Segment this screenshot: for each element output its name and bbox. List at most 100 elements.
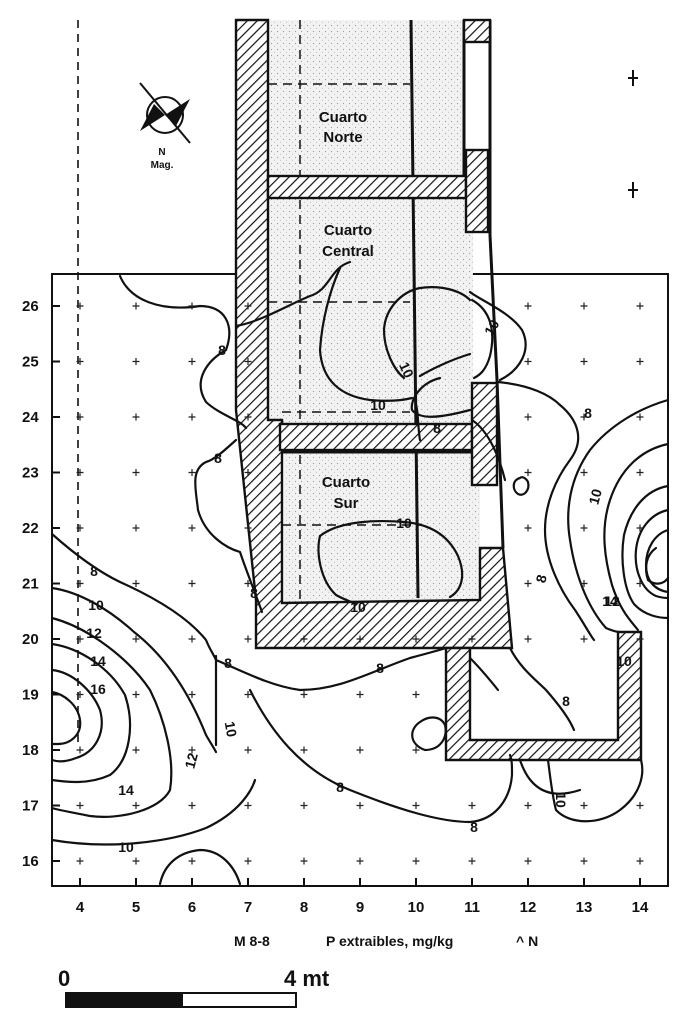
sample-point-cross bbox=[188, 358, 196, 365]
sample-point-cross bbox=[580, 302, 588, 310]
contour-label: 8 bbox=[470, 819, 478, 835]
y-tick-label: 26 bbox=[22, 298, 39, 315]
sample-point-cross bbox=[636, 580, 644, 587]
sample-point-cross bbox=[636, 358, 644, 365]
x-tick-label: 5 bbox=[132, 899, 140, 916]
contour-label: 10 bbox=[585, 487, 605, 506]
contour-label: 8 bbox=[433, 420, 441, 436]
contour-label: 8 bbox=[224, 655, 232, 671]
edge-markers bbox=[628, 70, 638, 198]
sample-point-cross bbox=[524, 469, 532, 476]
compass-icon bbox=[139, 82, 191, 144]
contour-label: 8 bbox=[218, 342, 226, 358]
sample-point-cross bbox=[468, 857, 476, 865]
sample-point-cross bbox=[580, 580, 588, 587]
contour-label: 8 bbox=[90, 563, 98, 579]
sample-point-cross bbox=[132, 635, 140, 643]
contour-label: 10 bbox=[118, 839, 134, 855]
sample-point-cross bbox=[636, 802, 644, 809]
contour-label: 10 bbox=[88, 597, 104, 613]
sample-point-cross bbox=[244, 691, 252, 698]
compass-north-label: N bbox=[158, 147, 165, 158]
sample-point-cross bbox=[524, 635, 532, 643]
sample-point-cross bbox=[244, 746, 252, 754]
contour-label: 16 bbox=[90, 681, 106, 697]
contour-label: 10 bbox=[616, 653, 632, 669]
sample-point-cross bbox=[524, 802, 532, 809]
sample-point-cross bbox=[356, 857, 364, 865]
inner-dashed-lines bbox=[268, 20, 420, 600]
contour-label: 14 bbox=[602, 593, 618, 609]
caption-north-arrow: ^ N bbox=[516, 933, 538, 949]
sample-point-cross bbox=[356, 746, 364, 754]
sample-point-cross bbox=[356, 635, 364, 643]
x-tick-label: 14 bbox=[632, 899, 649, 916]
sample-point-cross bbox=[132, 746, 140, 754]
x-tick-label: 9 bbox=[356, 899, 364, 916]
contour-label: 10 bbox=[396, 515, 412, 531]
contour-label: 10 bbox=[350, 599, 366, 615]
y-tick-label: 23 bbox=[22, 465, 39, 482]
sample-point-cross bbox=[300, 857, 308, 865]
y-tick-label: 20 bbox=[22, 631, 39, 648]
sample-point-cross bbox=[188, 524, 196, 532]
sample-point-cross bbox=[580, 857, 588, 865]
sample-point-cross bbox=[468, 635, 476, 643]
sample-point-cross bbox=[188, 857, 196, 865]
sample-point-cross bbox=[76, 746, 84, 754]
map-caption: M 8-8 P extraibles, mg/kg ^ N bbox=[234, 933, 538, 949]
scale-end-label: 4 mt bbox=[284, 966, 330, 991]
sample-point-cross bbox=[76, 524, 84, 532]
room-south-label-line2: Sur bbox=[333, 495, 358, 512]
sample-point-cross bbox=[244, 302, 252, 310]
sample-point-cross bbox=[356, 691, 364, 698]
contour-label: 14 bbox=[90, 653, 106, 669]
sample-point-cross bbox=[76, 358, 84, 365]
sample-point-cross bbox=[412, 691, 420, 698]
sample-point-cross bbox=[132, 469, 140, 476]
room-south-label-line1: Cuarto bbox=[322, 474, 370, 491]
sample-point-cross bbox=[524, 857, 532, 865]
sample-point-cross bbox=[580, 635, 588, 643]
contour-label: 10 bbox=[396, 359, 417, 380]
sample-point-cross bbox=[76, 635, 84, 643]
sample-point-cross bbox=[636, 857, 644, 865]
contour-label: 12 bbox=[181, 751, 201, 770]
y-tick-label: 16 bbox=[22, 853, 39, 870]
contour-lines bbox=[50, 260, 670, 886]
sample-point-cross bbox=[244, 580, 252, 587]
x-tick-label: 12 bbox=[520, 899, 537, 916]
caption-variable: P extraibles, mg/kg bbox=[326, 933, 453, 949]
contour-label: 8 bbox=[336, 779, 344, 795]
x-tick-label: 13 bbox=[576, 899, 593, 916]
sample-point-cross bbox=[132, 358, 140, 365]
contour-label: 8 bbox=[532, 573, 550, 585]
y-tick-label: 25 bbox=[22, 354, 39, 371]
sample-point-cross bbox=[188, 469, 196, 476]
sample-points bbox=[76, 302, 644, 865]
sample-point-cross bbox=[76, 302, 84, 310]
sample-point-cross bbox=[244, 635, 252, 643]
contour-label: 14 bbox=[118, 782, 134, 798]
hatched-walls bbox=[234, 18, 643, 762]
sample-point-cross bbox=[524, 358, 532, 365]
sample-point-cross bbox=[468, 802, 476, 809]
sample-point-cross bbox=[356, 802, 364, 809]
sample-point-cross bbox=[76, 413, 84, 421]
contour-labels: 8 10 12 14 16 10 12 14 8 8 10 10 8 10 8 … bbox=[86, 317, 632, 855]
sample-point-cross bbox=[412, 857, 420, 865]
sample-point-cross bbox=[188, 746, 196, 754]
x-tick-label: 6 bbox=[188, 899, 196, 916]
sample-point-cross bbox=[132, 302, 140, 310]
contour-label: 8 bbox=[214, 450, 222, 466]
sample-point-cross bbox=[580, 469, 588, 476]
contour-label: 8 bbox=[562, 693, 570, 709]
sample-point-cross bbox=[132, 580, 140, 587]
sample-point-cross bbox=[132, 524, 140, 532]
x-tick-label: 7 bbox=[244, 899, 252, 916]
contour-label: 12 bbox=[86, 625, 102, 641]
sample-point-cross bbox=[76, 469, 84, 476]
sample-point-cross bbox=[636, 635, 644, 643]
